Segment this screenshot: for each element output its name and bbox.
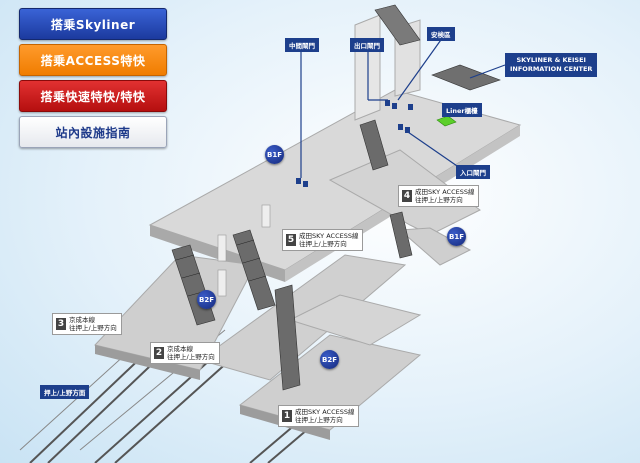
stairs-up [374, 4, 421, 46]
middle-gate-tag: 中間閘門 [285, 38, 319, 52]
platform-2-label[interactable]: 2 京成本線往押上/上野方向 [150, 342, 220, 364]
platform-direction: 往押上/上野方向 [299, 240, 347, 248]
station-facility-guide-button[interactable]: 站內設施指南 [19, 116, 167, 148]
platform-3-label[interactable]: 3 京成本線往押上/上野方向 [52, 313, 122, 335]
liner-counter [436, 115, 457, 127]
info-center-block [431, 64, 501, 91]
liner-counter-tag: Liner櫃檯 [442, 103, 482, 117]
platform-4-label[interactable]: 4 成田SKY ACCESS線往押上/上野方向 [398, 185, 480, 207]
platform-number: 3 [56, 318, 66, 330]
platform-number: 4 [402, 190, 412, 202]
info-center-line1: SKYLINER & KEISEI [516, 56, 586, 64]
access-express-button[interactable]: 搭乗ACCESS特快 [19, 44, 167, 76]
platform-line: 京成本線 [69, 316, 95, 324]
floor-b1f-right-badge: B1F [447, 227, 466, 246]
oshiage-direction-tag: 押上/上野方面 [40, 385, 90, 399]
platform-5-label[interactable]: 5 成田SKY ACCESS線往押上/上野方向 [282, 229, 364, 251]
platform-line: 成田SKY ACCESS線 [299, 232, 359, 240]
skyliner-button[interactable]: 搭乗Skyliner [19, 8, 167, 40]
platform-line: 成田SKY ACCESS線 [415, 188, 475, 196]
platform-number: 1 [282, 410, 292, 422]
platform-line: 京成本線 [167, 345, 193, 353]
exit-gate-tag: 出口閘門 [350, 38, 384, 52]
platform-direction: 往押上/上野方向 [167, 353, 215, 361]
platform-number: 2 [154, 347, 164, 359]
leader-lines [300, 36, 506, 178]
platform-direction: 往押上/上野方向 [295, 416, 343, 424]
platform-direction: 往押上/上野方向 [415, 196, 463, 204]
platform-1-label[interactable]: 1 成田SKY ACCESS線往押上/上野方向 [278, 405, 360, 427]
floor-b1f-badge: B1F [265, 145, 284, 164]
info-center-line2: INFORMATION CENTER [510, 65, 593, 73]
floor-b2f-bottom-badge: B2F [320, 350, 339, 369]
platform-direction: 往押上/上野方向 [69, 324, 117, 332]
platform-line: 成田SKY ACCESS線 [295, 408, 355, 416]
security-area-tag: 安検區 [427, 27, 455, 41]
entrance-gate-tag: 入口閘門 [456, 165, 490, 179]
floor-b2f-left-badge: B2F [197, 290, 216, 309]
info-center-tag: SKYLINER & KEISEI INFORMATION CENTER [505, 53, 598, 77]
platform-number: 5 [286, 234, 296, 246]
rapid-express-button[interactable]: 搭乗快速特快/特快 [19, 80, 167, 112]
